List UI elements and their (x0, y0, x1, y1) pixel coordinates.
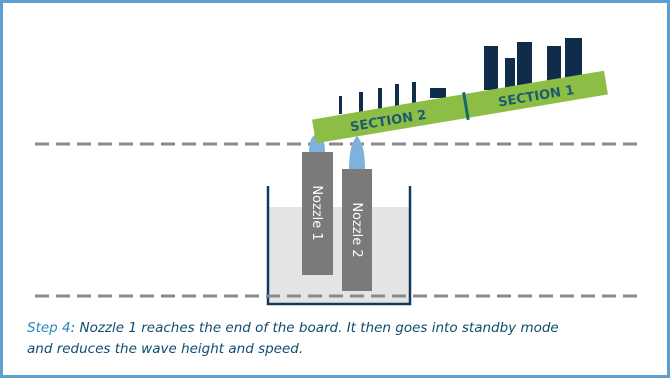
caption-line-1: Step 4: Nozzle 1 reaches the end of the … (27, 318, 647, 339)
component (505, 58, 515, 88)
component (395, 84, 399, 106)
nozzle-2: Nozzle 2 (342, 169, 372, 291)
wave-nozzle-2 (349, 136, 365, 170)
solder-tank (266, 186, 412, 306)
component (412, 82, 416, 106)
caption-text-2: and reduces the wave height and speed. (27, 341, 304, 357)
component (359, 92, 363, 112)
caption-line-2: and reduces the wave height and speed. (27, 339, 647, 360)
board-components (339, 38, 582, 114)
circuit-board: SECTION 2 SECTION 1 (312, 70, 608, 144)
nozzle-1-label: Nozzle 1 (309, 185, 324, 240)
section-divider (462, 91, 470, 121)
component (430, 88, 446, 98)
component (339, 96, 342, 114)
component (547, 46, 561, 84)
component (378, 88, 382, 110)
nozzle-1: Nozzle 1 (302, 152, 333, 275)
solder-bath (269, 207, 409, 304)
step-label: Step 4 (27, 320, 71, 336)
component (517, 42, 532, 88)
nozzle-2-label: Nozzle 2 (349, 202, 364, 257)
caption-text-1: Nozzle 1 reaches the end of the board. I… (79, 320, 559, 336)
component (484, 46, 498, 90)
step-caption: Step 4: Nozzle 1 reaches the end of the … (27, 318, 647, 360)
step-separator: : (70, 320, 76, 336)
component (565, 38, 582, 84)
